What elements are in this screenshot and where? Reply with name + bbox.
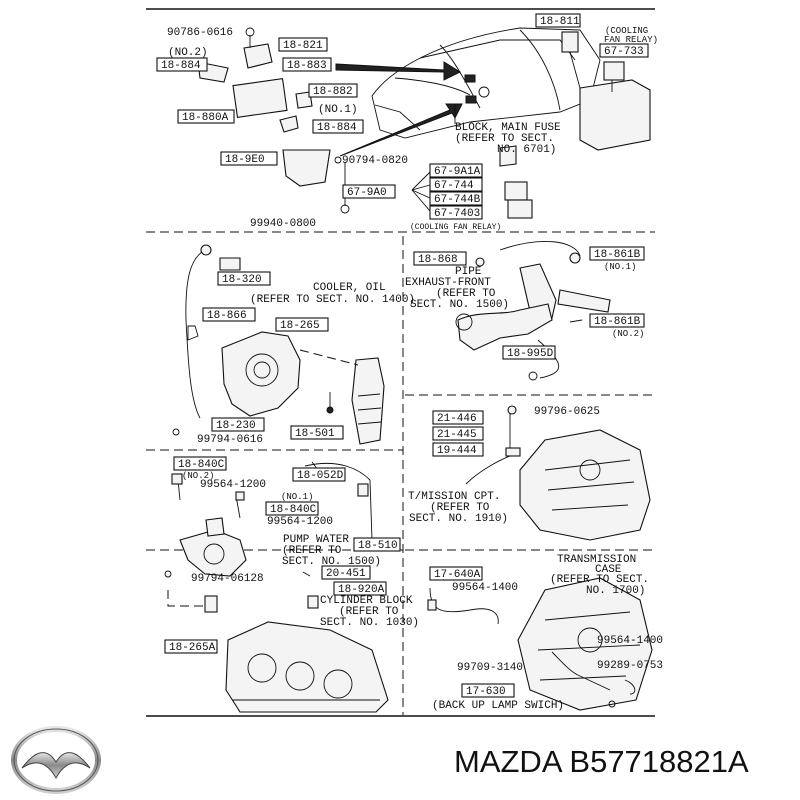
part-label: NO. 1700) bbox=[586, 585, 645, 597]
part-label: 18-320 bbox=[222, 274, 262, 286]
section-middle-right: 18-868 18-861B (NO.1) PIPE EXHAUST-FRONT… bbox=[405, 241, 645, 381]
part-label: 99564-1200 bbox=[267, 516, 333, 528]
part-label: 99564-1400 bbox=[597, 635, 663, 647]
part-label: 18-265A bbox=[169, 642, 216, 654]
part-label: 18-821 bbox=[283, 40, 323, 52]
part-label: 99564-1400 bbox=[452, 582, 518, 594]
part-label: SECT. NO. 1500) bbox=[282, 556, 381, 568]
part-label: 18-882 bbox=[313, 86, 353, 98]
part-label: NO. 6701) bbox=[497, 144, 556, 156]
part-label: 18-230 bbox=[216, 420, 256, 432]
part-label: 21-446 bbox=[437, 413, 477, 425]
part-label: 67-744B bbox=[434, 194, 481, 206]
part-label: 18-880A bbox=[182, 112, 229, 124]
diagram-frame bbox=[146, 8, 655, 717]
part-label: 67-7403 bbox=[434, 208, 480, 220]
part-label: 18-811 bbox=[540, 16, 580, 28]
part-label: PIPE bbox=[455, 266, 482, 278]
part-label: 67-9A1A bbox=[434, 166, 481, 178]
part-label: 18-052D bbox=[297, 470, 344, 482]
part-label: 21-445 bbox=[437, 429, 477, 441]
part-label: 99794-0616 bbox=[197, 434, 263, 446]
part-label: 99796-0625 bbox=[534, 406, 600, 418]
part-label: (REFER TO bbox=[339, 606, 399, 618]
part-label: CASE bbox=[595, 564, 622, 576]
section-lower-right: 21-446 99796-0625 21-445 19-444 T/MISSIO… bbox=[408, 405, 651, 541]
part-label: 67-733 bbox=[604, 46, 644, 58]
part-label: 99794-06128 bbox=[191, 573, 264, 585]
footer-caption: MAZDA B57718821A bbox=[454, 744, 749, 779]
part-label: 17-640A bbox=[434, 569, 481, 581]
part-label: (BACK UP LAMP SWICH) bbox=[432, 700, 564, 712]
part-label: (COOLING bbox=[605, 26, 648, 36]
part-label: (NO.2) bbox=[182, 471, 214, 481]
part-label: (REFER TO SECT. bbox=[550, 574, 649, 586]
part-label: (REFER TO bbox=[282, 545, 342, 557]
part-label: 18-510 bbox=[358, 540, 398, 552]
part-label: 99289-0753 bbox=[597, 660, 663, 672]
part-label: BLOCK, MAIN FUSE bbox=[455, 122, 561, 134]
part-label: EXHAUST-FRONT bbox=[405, 277, 491, 289]
mazda-logo-icon bbox=[11, 726, 101, 794]
part-label: 99709-3140 bbox=[457, 662, 523, 674]
part-label: FAN RELAY) bbox=[604, 35, 658, 45]
part-label: (NO.1) bbox=[604, 262, 636, 272]
part-label: CYLINDER BLOCK bbox=[320, 595, 413, 607]
part-label: 18-884 bbox=[161, 60, 201, 72]
part-label: 19-444 bbox=[437, 445, 477, 457]
part-label: 90786-0616 bbox=[167, 27, 233, 39]
part-label: 20-451 bbox=[326, 568, 366, 580]
part-label: (REFER TO bbox=[430, 502, 490, 514]
part-label: (REFER TO SECT. bbox=[455, 133, 554, 145]
part-label: SECT. NO. 1030) bbox=[320, 617, 419, 629]
part-label: 18-861B bbox=[594, 249, 641, 261]
part-label: (COOLING FAN RELAY) bbox=[410, 223, 501, 232]
part-label: 18-866 bbox=[207, 310, 247, 322]
part-label: (NO.2) bbox=[612, 329, 644, 339]
part-label: 18-501 bbox=[295, 428, 335, 440]
part-label: 18-995D bbox=[507, 348, 554, 360]
part-label: 18-868 bbox=[418, 254, 458, 266]
part-label: SECT. NO. 1500) bbox=[410, 299, 509, 311]
section-middle-left: 18-320 COOLER, OIL (REFER TO SECT. NO. 1… bbox=[172, 244, 415, 446]
part-label: (NO.1) bbox=[281, 492, 313, 502]
part-label: 18-9E0 bbox=[225, 154, 265, 166]
part-label: 18-861B bbox=[594, 316, 641, 328]
part-label: 90794-0820 bbox=[342, 155, 408, 167]
part-label: 18-884 bbox=[317, 122, 357, 134]
part-label: 17-630 bbox=[466, 686, 506, 698]
part-label: 99564-1200 bbox=[200, 479, 266, 491]
part-label: COOLER, OIL bbox=[313, 282, 386, 294]
part-label: 67-9A0 bbox=[347, 187, 387, 199]
part-label: 99940-0800 bbox=[250, 218, 316, 230]
section-top: 90786-0616 18-821 (NO.2) 18-884 18-883 1… bbox=[156, 13, 658, 232]
part-label: PUMP WATER bbox=[283, 534, 349, 546]
part-label: 18-883 bbox=[287, 60, 327, 72]
part-label: (NO.2) bbox=[168, 47, 208, 59]
part-label: (REFER TO bbox=[436, 288, 496, 300]
part-label: SECT. NO. 1910) bbox=[409, 513, 508, 525]
section-bottom-left: 20-451 99794-06128 18-920A CYLINDER BLOC… bbox=[164, 565, 419, 713]
part-label: T/MISSION CPT. bbox=[408, 491, 500, 503]
part-label: (NO.1) bbox=[318, 104, 358, 116]
part-label: (REFER TO SECT. NO. 1400) bbox=[250, 294, 415, 306]
part-label: 18-840C bbox=[270, 504, 317, 516]
part-label: 67-744 bbox=[434, 180, 474, 192]
part-label: 18-920A bbox=[338, 584, 385, 596]
section-lower-left: 18-840C (NO.2) 99564-1200 18-052D (NO.1)… bbox=[171, 456, 401, 577]
part-label: 18-265 bbox=[280, 320, 320, 332]
part-label: TRANSMISSION bbox=[557, 554, 636, 566]
car-illustration bbox=[371, 27, 601, 139]
part-label: 18-840C bbox=[178, 459, 225, 471]
section-bottom-right: TRANSMISSION CASE (REFER TO SECT. NO. 17… bbox=[427, 554, 663, 712]
